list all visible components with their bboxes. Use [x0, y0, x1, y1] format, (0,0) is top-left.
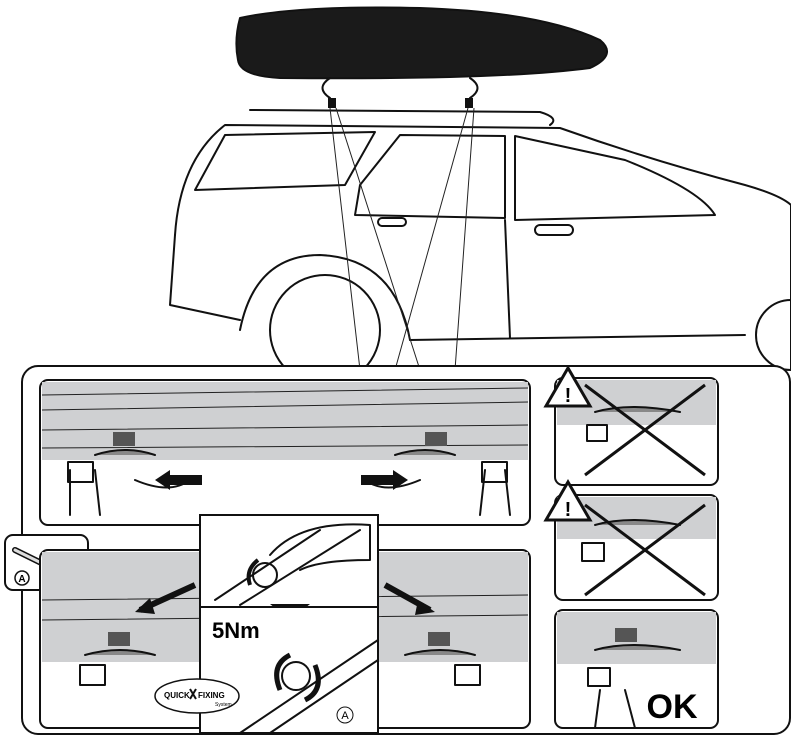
warning-icon: !	[543, 365, 593, 408]
svg-text:QUICK: QUICK	[164, 691, 190, 700]
roof-box-illustration	[235, 6, 609, 108]
step-panel-tighten: A 5Nm QUICK FIXING System	[39, 514, 531, 734]
arrow-right-icon	[361, 470, 408, 490]
ok-label: OK	[647, 688, 698, 726]
rotate-arrows-icon	[274, 652, 321, 703]
wrong-position-panel-1	[554, 377, 719, 486]
part-a-label: A	[18, 574, 25, 585]
warning-icon: !	[543, 479, 593, 522]
quick-fixing-logo: QUICK FIXING System	[154, 678, 240, 714]
correct-position-panel: OK	[554, 609, 719, 729]
svg-text:System: System	[215, 702, 232, 708]
svg-text:!: !	[565, 385, 572, 407]
arrow-left-icon	[155, 470, 202, 490]
projection-lines	[329, 107, 475, 371]
rotate-arrow-icon	[246, 558, 260, 586]
car-illustration	[169, 109, 791, 386]
cross-icon	[584, 383, 706, 477]
svg-text:!: !	[565, 499, 572, 521]
torque-label: 5Nm	[212, 618, 260, 643]
cross-icon	[584, 503, 706, 597]
part-a-inset-label: A	[341, 710, 349, 722]
svg-text:FIXING: FIXING	[198, 691, 225, 700]
step-panel-sliding-clamps	[39, 379, 531, 526]
